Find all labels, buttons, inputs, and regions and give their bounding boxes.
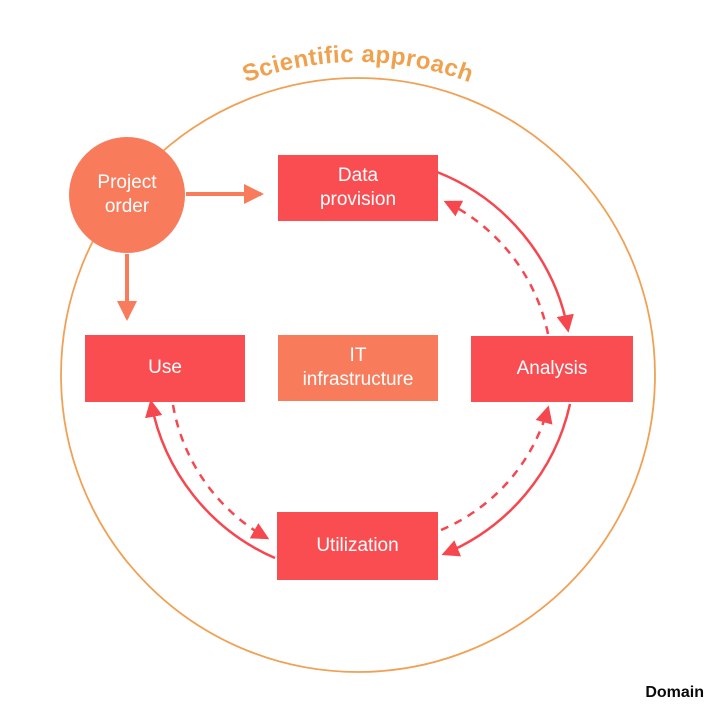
node-it-infrastructure-label: IT infrastructure bbox=[302, 344, 414, 390]
node-utilization: Utilization bbox=[277, 512, 438, 580]
arrow-utilization-to-analysis-feedback bbox=[440, 405, 553, 532]
node-use-label: Use bbox=[148, 357, 182, 379]
node-project-order: Project order bbox=[69, 137, 185, 253]
scientific-approach-ring bbox=[60, 77, 656, 673]
arrow-analysis-to-utilization bbox=[441, 403, 572, 557]
arrow-analysis-to-data-provision-feedback bbox=[443, 200, 550, 335]
node-it-infrastructure: IT infrastructure bbox=[278, 335, 438, 401]
node-data-provision: Data provision bbox=[278, 155, 438, 221]
node-data-provision-label: Data provision bbox=[319, 164, 397, 210]
node-utilization-label: Utilization bbox=[316, 534, 399, 556]
node-project-order-label: Project order bbox=[97, 171, 157, 217]
arrow-use-to-utilization-feedback bbox=[171, 404, 270, 540]
diagram-title-text: Scientific approach bbox=[239, 41, 477, 88]
domain-label: Domain bbox=[645, 684, 704, 701]
node-use: Use bbox=[85, 335, 245, 402]
diagram-title: Scientific approach bbox=[239, 41, 477, 88]
arrow-utilization-to-use bbox=[145, 399, 276, 560]
arrow-data-provision-to-analysis bbox=[436, 170, 574, 333]
node-analysis: Analysis bbox=[471, 336, 633, 402]
node-analysis-label: Analysis bbox=[516, 357, 588, 379]
